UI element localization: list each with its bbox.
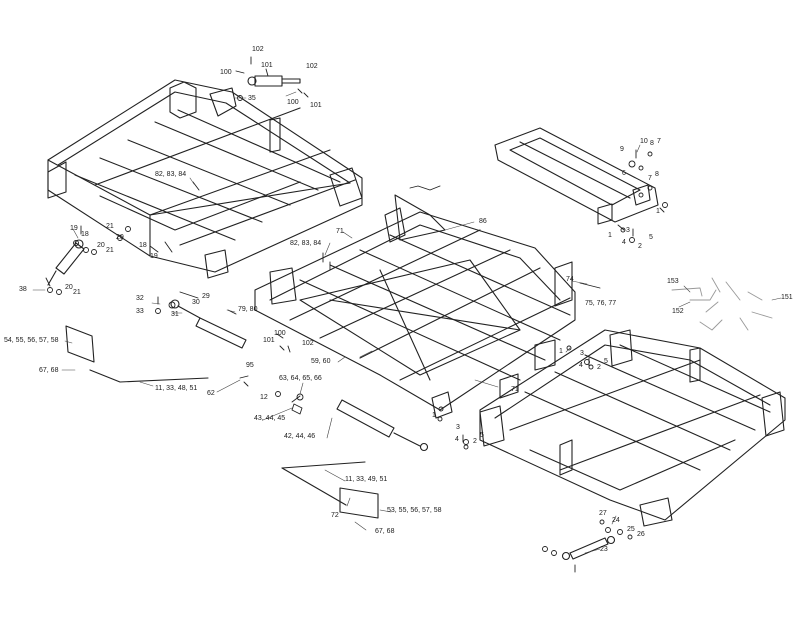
callout-33: 33 <box>136 308 144 315</box>
hydraulic-cylinder-top <box>247 75 301 87</box>
callout-12: 12 <box>260 394 268 401</box>
callout-8: 8 <box>650 140 654 147</box>
callout-27: 27 <box>599 510 607 517</box>
callout-95: 95 <box>246 362 254 369</box>
callout-42-44-46: 42, 44, 46 <box>284 433 316 440</box>
callout-82-83-84: 82, 83, 84 <box>290 240 322 247</box>
callout-5: 5 <box>480 432 484 439</box>
callout-21: 21 <box>106 223 114 230</box>
hydraulic-cylinder-mid <box>170 299 247 349</box>
callout-5: 5 <box>649 234 653 241</box>
callout-4: 4 <box>579 362 583 369</box>
marker-rod-lower <box>281 461 379 519</box>
marker-rod-left <box>65 325 209 383</box>
callout-26: 26 <box>637 531 645 538</box>
hitch-frame <box>494 127 659 225</box>
callout-43-44-45: 43, 44, 45 <box>254 415 286 422</box>
callout-102: 102 <box>302 340 314 347</box>
hydraulic-cylinder-left <box>47 239 85 286</box>
pin-hardware-group <box>671 277 773 331</box>
callout-31: 31 <box>171 311 179 318</box>
callout-30: 30 <box>192 299 200 306</box>
callout-152: 152 <box>672 308 684 315</box>
callout-8: 8 <box>655 171 659 178</box>
callout-102: 102 <box>306 63 318 70</box>
callout-11-33-49-51: 11, 33, 49, 51 <box>345 476 388 483</box>
callout-1: 1 <box>656 208 660 215</box>
callout-74: 74 <box>566 276 574 283</box>
callout-9: 9 <box>620 146 624 153</box>
callout-20: 20 <box>97 242 105 249</box>
callout-67-68: 67, 68 <box>375 528 395 535</box>
callout-19: 19 <box>150 253 158 260</box>
callout-24: 24 <box>612 517 620 524</box>
fasteners <box>45 56 668 573</box>
callout-38: 38 <box>19 286 27 293</box>
callout-59-60: 59, 60 <box>311 358 331 365</box>
callout-11-33-48-51: 11, 33, 48, 51 <box>155 385 198 392</box>
right-wing-frame <box>479 329 786 527</box>
callout-3: 3 <box>626 227 630 234</box>
callout-20: 20 <box>116 234 124 241</box>
hydraulic-cylinder-lower <box>336 399 429 452</box>
callout-7: 7 <box>657 138 661 145</box>
callout-102: 102 <box>252 46 264 53</box>
callout-54-58: 54, 55, 56, 57, 58 <box>4 337 59 344</box>
callout-21: 21 <box>106 247 114 254</box>
callout-67-68: 67, 68 <box>39 367 59 374</box>
callout-100: 100 <box>220 69 232 76</box>
callout-1: 1 <box>559 348 563 355</box>
callout-86: 86 <box>479 218 487 225</box>
callout-32: 32 <box>136 295 144 302</box>
callout-100: 100 <box>287 99 299 106</box>
center-frame <box>254 194 576 419</box>
callout-19: 19 <box>70 225 78 232</box>
callout-3: 3 <box>580 350 584 357</box>
callout-72: 72 <box>331 512 339 519</box>
left-wing-frame <box>47 79 363 279</box>
callout-3: 3 <box>456 424 460 431</box>
callout-151: 151 <box>781 294 793 301</box>
callout-1: 1 <box>608 232 612 239</box>
hydraulic-cylinder-bottom <box>561 535 616 561</box>
callout-79-80: 79, 80 <box>238 306 258 313</box>
callout-10: 10 <box>640 138 648 145</box>
callout-53-58: 53, 55, 56, 57, 58 <box>387 507 442 514</box>
callout-101: 101 <box>263 337 275 344</box>
callout-71: 71 <box>511 386 519 393</box>
callout-153: 153 <box>667 278 679 285</box>
callout-100: 100 <box>274 330 286 337</box>
callout-23: 23 <box>600 546 608 553</box>
callout-63-66: 63, 64, 65, 66 <box>279 375 322 382</box>
callout-29: 29 <box>202 293 210 300</box>
callout-4: 4 <box>455 436 459 443</box>
callout-18: 18 <box>139 242 147 249</box>
leader-lines <box>32 91 782 554</box>
callout-2: 2 <box>597 364 601 371</box>
callout-7: 7 <box>648 175 652 182</box>
callout-82-83-84: 82, 83, 84 <box>155 171 187 178</box>
callout-101: 101 <box>310 102 322 109</box>
callout-2: 2 <box>473 438 477 445</box>
callout-18: 18 <box>81 231 89 238</box>
callout-4: 4 <box>622 239 626 246</box>
callout-20: 20 <box>65 284 73 291</box>
callout-71: 71 <box>336 228 344 235</box>
callout-101: 101 <box>261 62 273 69</box>
callout-75-76-77: 75, 76, 77 <box>585 300 617 307</box>
callout-62: 62 <box>207 390 215 397</box>
callout-35: 35 <box>248 95 256 102</box>
callout-1: 1 <box>432 412 436 419</box>
callout-6: 6 <box>622 170 626 177</box>
callout-25: 25 <box>627 526 635 533</box>
callout-21: 21 <box>73 289 81 296</box>
callout-2: 2 <box>638 243 642 250</box>
callout-5: 5 <box>604 358 608 365</box>
